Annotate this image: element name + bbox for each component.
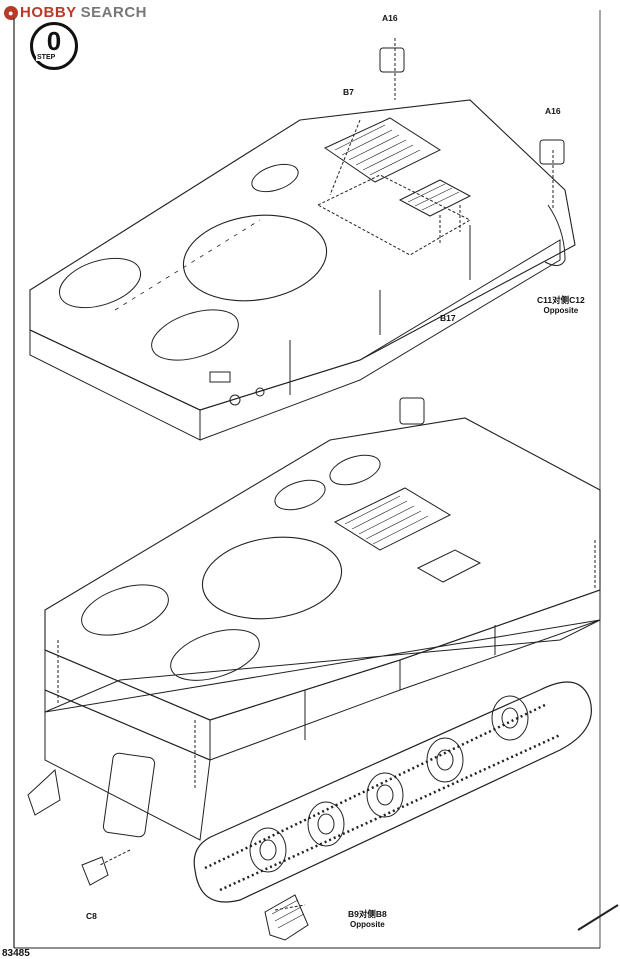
step-badge: 0 STEP [30,22,78,70]
callout-c11-c12: C11对侧C12 Opposite [537,295,585,315]
callout-b7: B7 [343,87,354,97]
step-number: 0 [46,26,62,56]
lower-hull-assembly [27,397,619,941]
watermark-brand: HOBBY [20,4,77,21]
watermark: ● HOBBY SEARCH [4,4,147,21]
upper-hull-top [29,38,576,441]
road-wheels [249,695,529,873]
page-number: 83485 [2,948,30,959]
callout-b17: B17 [440,313,456,323]
step-label: STEP [36,54,57,61]
step-ring [30,22,78,70]
callout-c11-c12-text: C11对侧C12 [537,295,585,305]
callout-c11-opposite: Opposite [543,305,579,315]
callout-b9-opposite: Opposite [350,919,385,929]
callout-b9-b8-text: B9对侧B8 [348,909,387,919]
callout-c8: C8 [86,911,97,921]
callout-a16-right: A16 [545,106,561,116]
callout-a16-top: A16 [382,13,398,23]
callout-b9-b8: B9对侧B8 Opposite [348,909,387,929]
watermark-suffix: SEARCH [80,4,148,21]
hobbysearch-logo-icon: ● [4,5,18,20]
